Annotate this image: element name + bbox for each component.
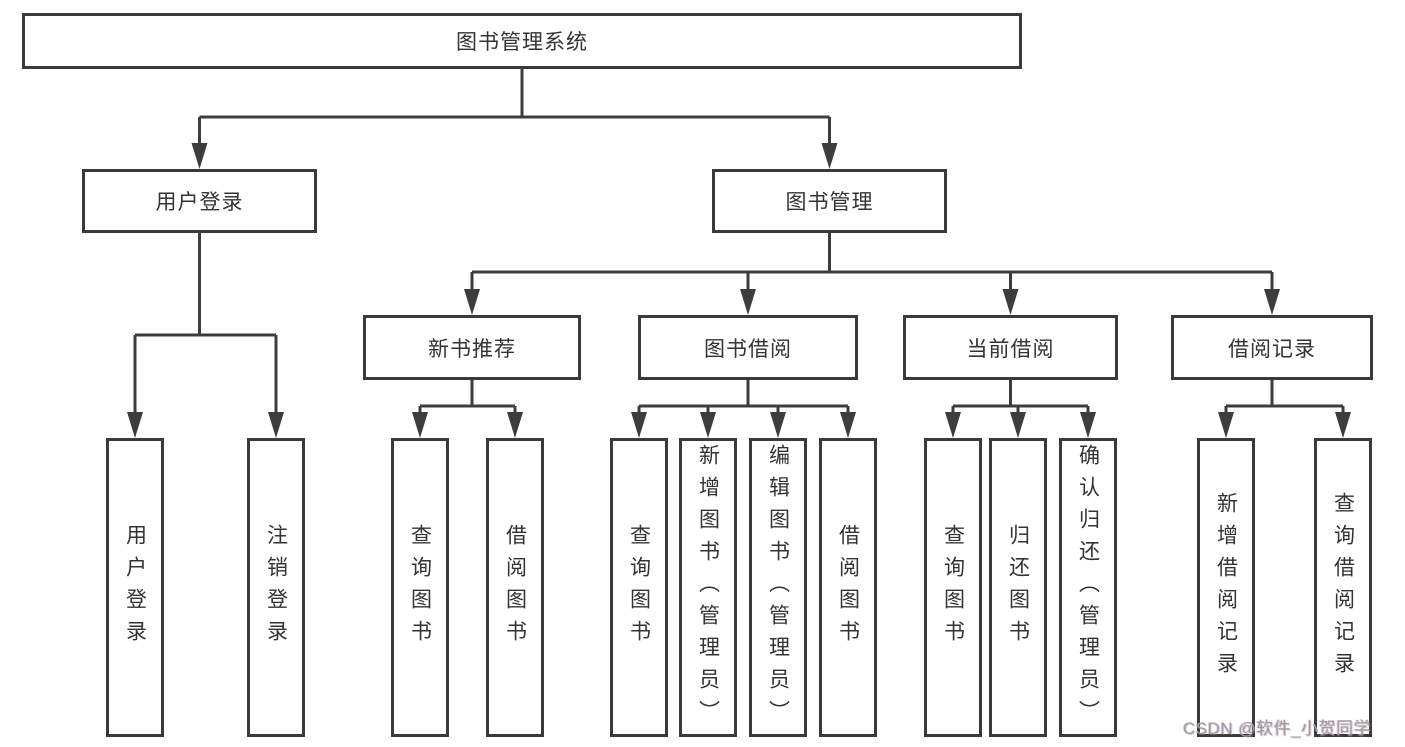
node-label: 查询图书 [627,523,651,652]
leaf-add-borrow-record: 新增借阅记录 [1197,438,1255,737]
node-label: 编辑图书（管理员） [766,443,790,732]
node-library-management-system: 图书管理系统 [22,13,1022,69]
leaf-query-books: 查询图书 [391,438,449,737]
node-label: 查询借阅记录 [1331,491,1355,684]
node-label: 借阅图书 [836,523,860,652]
arrow-down-icon [770,412,786,438]
leaf-logout: 注销登录 [247,438,305,737]
node-label: 确认归还（管理员） [1076,443,1100,732]
node-user-login: 用户登录 [82,169,317,233]
leaf-borrow-books: 借阅图书 [486,438,544,737]
node-label: 新增借阅记录 [1214,491,1238,684]
node-book-management: 图书管理 [712,169,947,233]
leaf-query-borrow-record: 查询借阅记录 [1314,438,1372,737]
arrow-down-icon [1335,412,1351,438]
node-label: 用户登录 [123,523,147,652]
arrow-down-icon [268,412,284,438]
node-label: 新增图书（管理员） [696,443,720,732]
node-label: 借阅记录 [1228,337,1316,361]
leaf-add-books-admin: 新增图书（管理员） [679,438,737,737]
arrow-down-icon [1264,289,1280,315]
node-book-borrowing: 图书借阅 [638,315,858,380]
node-label: 查询图书 [941,523,965,652]
node-label: 归还图书 [1006,523,1030,652]
node-label: 图书管理系统 [456,31,588,54]
leaf-query-books: 查询图书 [610,438,668,737]
leaf-user-login: 用户登录 [106,438,164,737]
arrow-down-icon [840,412,856,438]
arrow-down-icon [1218,412,1234,438]
arrow-down-icon [740,289,756,315]
node-label: 图书管理 [785,191,874,214]
leaf-confirm-return-admin: 确认归还（管理员） [1059,438,1117,737]
node-new-book-recommend: 新书推荐 [363,315,581,380]
node-label: 图书借阅 [704,337,792,361]
leaf-return-books: 归还图书 [989,438,1047,737]
node-label: 注销登录 [264,523,288,652]
arrow-down-icon [700,412,716,438]
node-label: 用户登录 [155,191,244,214]
arrow-down-icon [1002,289,1019,315]
arrow-down-icon [191,143,208,169]
leaf-edit-books-admin: 编辑图书（管理员） [749,438,807,737]
arrowheads [127,143,1351,438]
node-label: 新书推荐 [428,337,516,361]
arrow-down-icon [1080,412,1096,438]
node-borrowing-records: 借阅记录 [1171,315,1373,380]
arrow-down-icon [1010,412,1026,438]
node-current-borrowing: 当前借阅 [903,315,1118,380]
node-label: 当前借阅 [966,337,1055,361]
arrow-down-icon [821,143,838,169]
arrow-down-icon [945,412,961,438]
arrow-down-icon [507,412,523,438]
node-label: 借阅图书 [503,523,527,652]
arrow-down-icon [127,412,143,438]
arrow-down-icon [631,412,647,438]
arrow-down-icon [412,412,428,438]
leaf-borrow-books: 借阅图书 [819,438,877,737]
arrow-down-icon [464,289,480,315]
node-label: 查询图书 [408,523,432,652]
watermark: CSDN @软件_小贺同学 [1183,719,1372,738]
leaf-query-books: 查询图书 [924,438,982,737]
